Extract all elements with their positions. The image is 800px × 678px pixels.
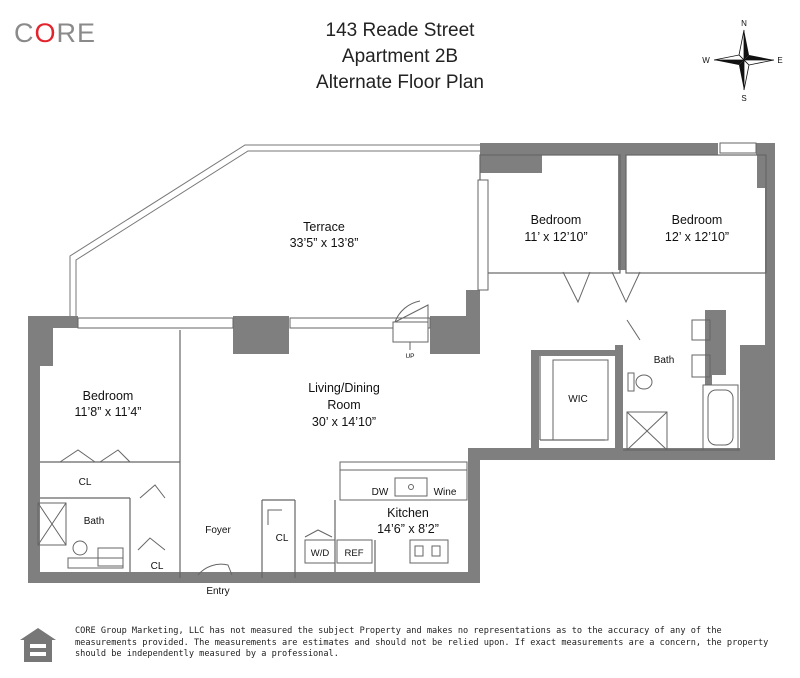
stair-box (392, 321, 429, 343)
bedroom2-dims: 12’ x 12’10” (665, 230, 729, 244)
compass-e: E (777, 56, 782, 65)
cl-bath-label: CL (151, 561, 164, 572)
living-name-line1: Living/Dining (308, 381, 380, 395)
terrace-dims: 33’5” x 13’8” (290, 236, 359, 250)
walls (28, 143, 775, 583)
ref-label: REF (345, 548, 364, 559)
up-label: UP (405, 353, 414, 360)
core-logo: CORE (14, 18, 96, 49)
bath-right-label: Bath (654, 355, 675, 366)
kitchen-name: Kitchen (387, 506, 429, 520)
door-swings (59, 271, 641, 576)
bedroom3-name: Bedroom (83, 389, 134, 403)
windows (77, 142, 757, 329)
bedroom1-dims: 11’ x 12’10” (524, 230, 587, 244)
logo-letter-o: O (34, 18, 57, 48)
terrace-outline (69, 144, 480, 316)
foyer-label: Foyer (205, 525, 231, 536)
interior-walls (40, 154, 767, 578)
kitchen-dims: 14’6” x 8’2” (377, 522, 439, 536)
living-name-line2: Room (327, 398, 360, 412)
bath-fixtures-right (552, 319, 739, 451)
logo-letter-c: C (14, 18, 35, 48)
room-labels: Terrace 33’5” x 13’8” Bedroom 11’ x 12’1… (75, 213, 730, 597)
compass-s: S (741, 94, 746, 103)
bath-fixtures-left (37, 502, 124, 569)
wd-label: W/D (311, 548, 330, 559)
bedroom3-dims: 11’8” x 11’4” (75, 405, 142, 419)
dw-label: DW (372, 487, 389, 498)
compass-n: N (741, 19, 747, 28)
cl-foyer-label: CL (276, 533, 289, 544)
wine-label: Wine (434, 487, 457, 498)
plan-title: Alternate Floor Plan (316, 72, 484, 93)
entry-label: Entry (206, 586, 229, 597)
compass-icon: N S E W (702, 19, 782, 103)
floor-plan: N S E W (28, 19, 783, 597)
bedroom1-name: Bedroom (531, 213, 582, 227)
address-title: 143 Reade Street (325, 20, 475, 41)
cl-bedroom-label: CL (79, 477, 92, 488)
bath-left-label: Bath (84, 516, 105, 527)
bedroom2-name: Bedroom (672, 213, 723, 227)
equal-housing-icon (20, 628, 56, 662)
kitchen-fixtures (304, 461, 468, 564)
living-dims: 30’ x 14’10” (312, 415, 376, 429)
wic-label: WIC (568, 394, 587, 405)
apartment-title: Apartment 2B (341, 46, 459, 67)
terrace-name: Terrace (303, 220, 345, 234)
compass-w: W (702, 56, 710, 65)
disclaimer-text: CORE Group Marketing, LLC has not measur… (75, 626, 769, 659)
logo-letters-re: RE (56, 18, 97, 48)
